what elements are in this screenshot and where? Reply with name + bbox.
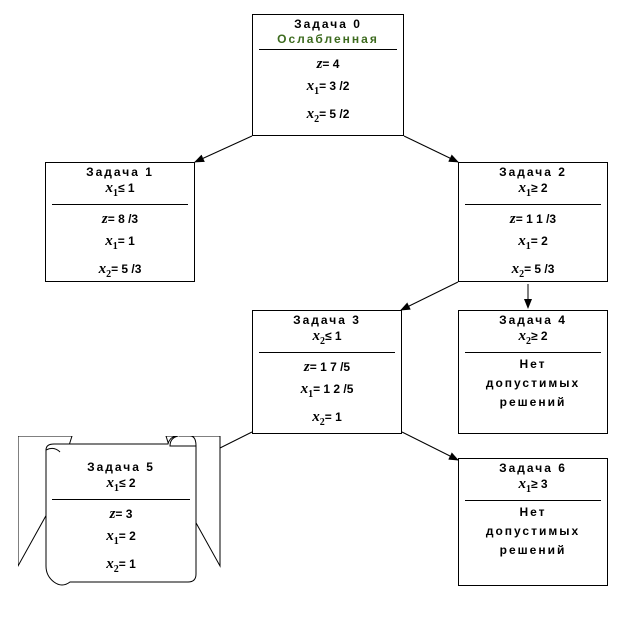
node-constraint: x2≤ 1 — [312, 328, 342, 347]
node-separator — [259, 352, 395, 353]
node-subtitle: Ослабленная — [277, 32, 379, 46]
value-x1: x1= 2 — [106, 528, 136, 547]
edge-0-1 — [194, 135, 253, 163]
value-z: z= 8 /3 — [101, 211, 139, 227]
node-separator — [465, 204, 601, 205]
value-z: z= 4 — [316, 56, 340, 72]
node-separator — [259, 49, 397, 50]
infeasible-note-line: допустимых — [485, 376, 581, 390]
node-separator — [52, 204, 188, 205]
node-title: Задача 2 — [499, 165, 567, 179]
node-title: Задача 1 — [86, 165, 154, 179]
value-x2: x2= 5 /2 — [306, 106, 350, 125]
node-separator — [52, 499, 190, 500]
node-task-1: Задача 1 x1≤ 1 z= 8 /3 x1= 1 x2= 5 /3 — [45, 162, 195, 282]
edge-2-3 — [400, 281, 459, 311]
infeasible-note-line: Нет — [519, 505, 547, 519]
value-x2: x2= 5 /3 — [511, 261, 555, 280]
value-z: z= 1 7 /5 — [303, 359, 351, 375]
node-title: Задача 4 — [499, 313, 567, 327]
infeasible-note-line: Нет — [519, 357, 547, 371]
node-constraint: x1≥ 2 — [518, 180, 548, 199]
node-constraint: x2≥ 2 — [518, 328, 548, 347]
value-x2: x2= 1 — [106, 556, 136, 575]
node-task-6: Задача 6 x1≥ 3 Нет допустимых решений — [458, 458, 608, 586]
value-x1: x1= 3 /2 — [306, 78, 350, 97]
value-x1: x1= 1 2 /5 — [300, 381, 354, 400]
value-x2: x2= 5 /3 — [98, 261, 142, 280]
node-constraint: x1≤ 1 — [105, 180, 135, 199]
infeasible-note-line: допустимых — [485, 524, 581, 538]
node-separator — [465, 352, 601, 353]
node-task-2: Задача 2 x1≥ 2 z= 1 1 /3 x1= 2 x2= 5 /3 — [458, 162, 608, 282]
value-x1: x1= 1 — [105, 233, 135, 252]
value-z: z= 3 — [109, 506, 133, 522]
node-constraint: x1≥ 3 — [518, 476, 548, 495]
infeasible-note-line: решений — [499, 395, 567, 409]
node-task-4: Задача 4 x2≥ 2 Нет допустимых решений — [458, 310, 608, 434]
value-x2: x2= 1 — [312, 409, 342, 428]
node-separator — [465, 500, 601, 501]
value-z: z= 1 1 /3 — [509, 211, 557, 227]
node-title: Задача 0 — [294, 17, 362, 31]
node-task-5: Задача 5 x1≤ 2 z= 3 x1= 2 x2= 1 — [46, 458, 196, 582]
node-title: Задача 6 — [499, 461, 567, 475]
node-title: Задача 3 — [293, 313, 361, 327]
node-constraint: x1≤ 2 — [106, 475, 136, 494]
node-title: Задача 5 — [87, 460, 155, 474]
scroll-shape — [18, 436, 221, 586]
infeasible-note-line: решений — [499, 543, 567, 557]
edge-3-6 — [401, 431, 459, 461]
edge-0-2 — [403, 135, 459, 163]
value-x1: x1= 2 — [518, 233, 548, 252]
node-task-3: Задача 3 x2≤ 1 z= 1 7 /5 x1= 1 2 /5 x2= … — [252, 310, 402, 434]
node-task-0: Задача 0 Ослабленная z= 4 x1= 3 /2 x2= 5… — [252, 14, 404, 136]
